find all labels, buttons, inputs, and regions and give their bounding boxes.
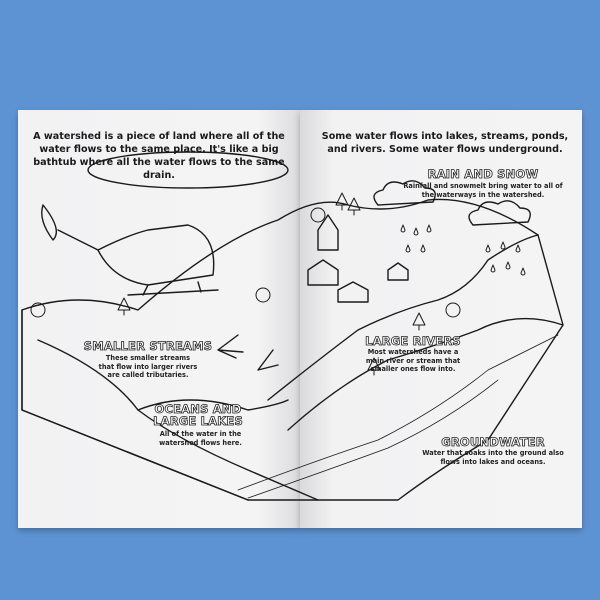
left-page	[18, 110, 300, 528]
cloud-2	[468, 200, 531, 226]
helicopter-body	[97, 224, 215, 286]
groundwater-lines	[237, 334, 559, 499]
oceans-heading-line1: Oceans and	[154, 402, 242, 416]
tributary-branches	[217, 334, 279, 371]
trees	[30, 192, 461, 376]
smaller-streams-heading: Smaller Streams	[83, 339, 213, 353]
rotor	[87, 151, 289, 189]
smaller-streams-text: These smaller streams that flow into lar…	[98, 354, 198, 379]
rain-drops	[400, 224, 526, 276]
cloud-1	[373, 180, 436, 206]
houses	[307, 214, 409, 303]
large-rivers-heading: Large Rivers	[365, 334, 461, 348]
large-river-bank	[287, 317, 564, 431]
oceans-text: All of the water in the watershed flows …	[159, 430, 242, 447]
groundwater-heading: Groundwater	[441, 435, 545, 449]
watershed-illustration	[21, 151, 564, 501]
rain-snow-heading: Rain and Snow	[427, 167, 539, 181]
land-side	[21, 309, 249, 501]
land-outline	[21, 198, 564, 501]
large-rivers-text: Most watersheds have a main river or str…	[365, 348, 461, 373]
left-intro-text: A watershed is a piece of land where all…	[33, 131, 285, 181]
large-river	[267, 234, 539, 401]
stream-2	[137, 399, 289, 411]
coloring-book-spread: A watershed is a piece of land where all…	[18, 110, 582, 528]
right-intro-text: Some water flows into lakes, streams, po…	[321, 131, 569, 155]
oceans-heading-line2: Large Lakes	[153, 414, 243, 428]
helicopter-tail	[41, 204, 99, 251]
helicopter-skids	[127, 281, 219, 296]
rain-snow-text: Rainfall and snowmelt bring water to all…	[403, 182, 563, 199]
groundwater-text: Water that soaks into the ground also fl…	[422, 449, 564, 466]
